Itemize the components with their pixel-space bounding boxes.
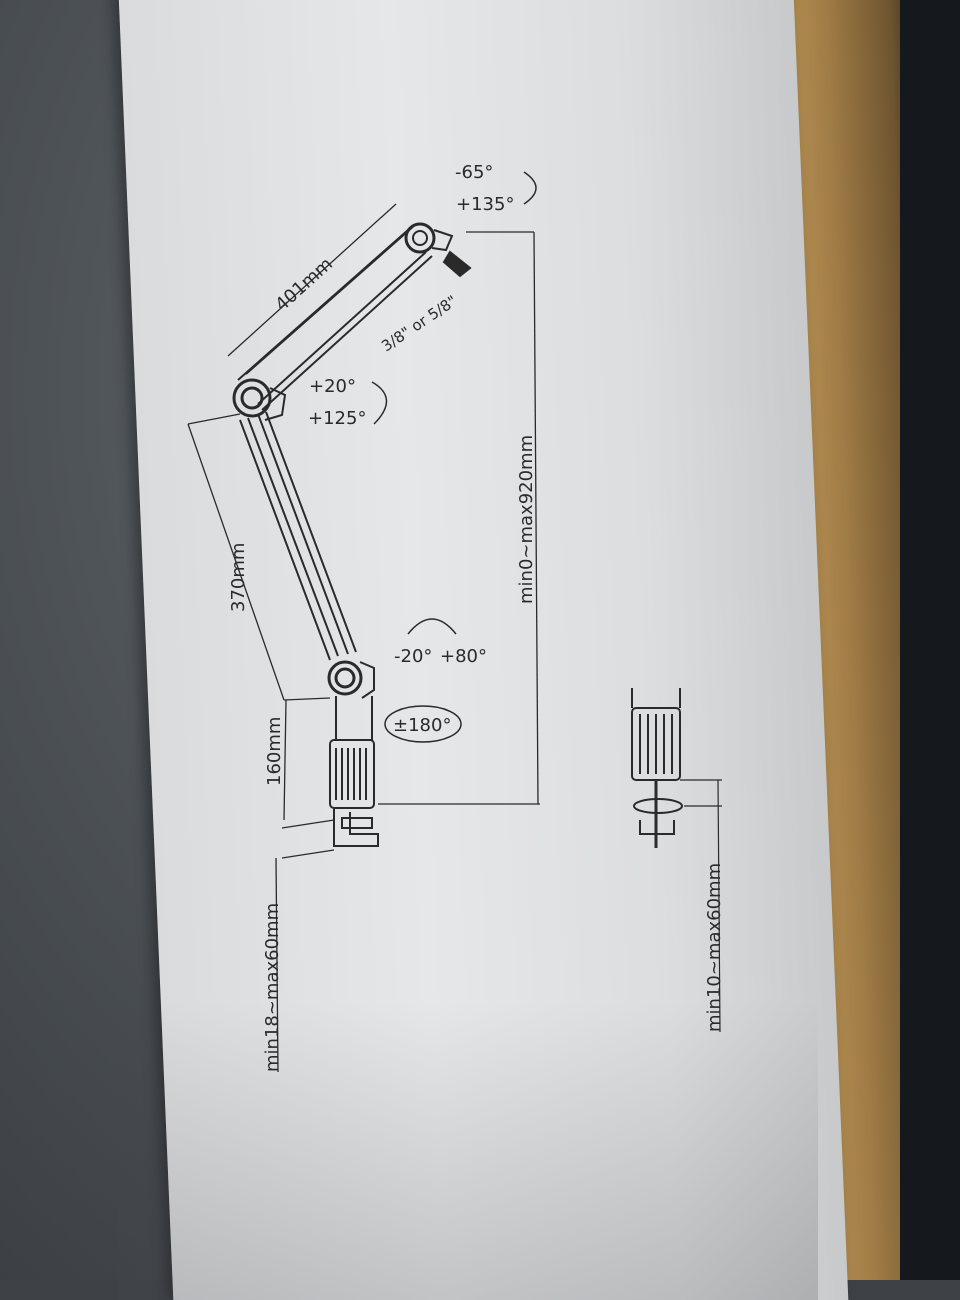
elbow-joint <box>232 378 287 421</box>
post-height-label: 160mm <box>264 717 285 786</box>
upper-arm-length-label: 401mm <box>271 254 337 316</box>
angle-base-plus-label: +80° <box>440 646 487 667</box>
rotation-arrows <box>371 171 537 743</box>
grommet-range-label: min10~max60mm <box>704 863 725 1032</box>
rotation-label: ±180° <box>393 715 451 736</box>
lower-arm-length-label: 370mm <box>228 543 249 612</box>
clamp-range-label: min18~max60mm <box>262 903 283 1072</box>
angle-top-plus-label: +135° <box>456 194 514 215</box>
box-shadow <box>118 1000 818 1300</box>
dimension-lines <box>187 203 540 1073</box>
thread-size-label: 3/8" or 5/8" <box>378 292 460 356</box>
base-joint <box>327 660 375 699</box>
angle-base-minus-label: -20° <box>394 646 432 667</box>
angle-elbow-large-label: +125° <box>308 408 366 429</box>
post-and-clamp <box>329 696 379 847</box>
upper-arm <box>237 223 433 411</box>
angle-top-minus-label: -65° <box>455 162 493 183</box>
height-range-label: min0~max920mm <box>516 435 537 604</box>
angle-elbow-small-label: +20° <box>309 376 356 397</box>
top-joint <box>404 222 472 278</box>
lower-arm <box>239 411 357 661</box>
dark-background <box>900 0 960 1280</box>
grommet-detail <box>631 688 722 1033</box>
